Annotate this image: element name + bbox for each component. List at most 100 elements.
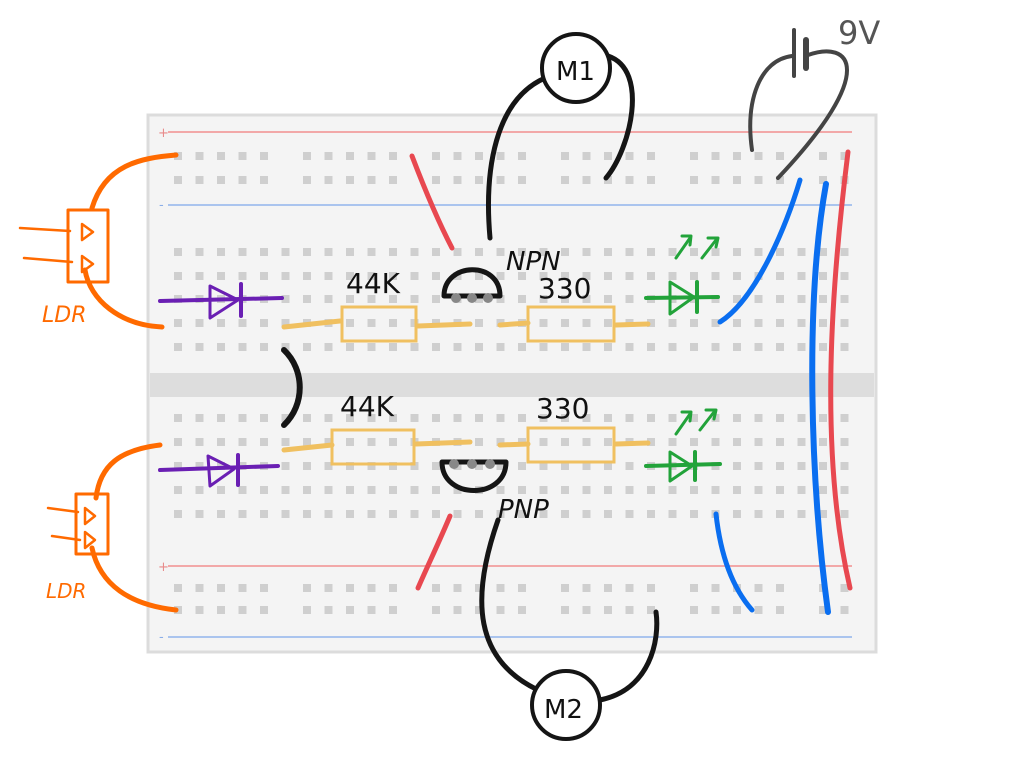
breadboard-hole: [238, 584, 247, 592]
bottom-positive-rail-sign: +: [158, 560, 169, 575]
motor-m1: [486, 32, 635, 241]
breadboard-hole: [346, 486, 354, 494]
breadboard-hole: [367, 414, 376, 422]
breadboard-hole: [647, 510, 655, 518]
breadboard-hole: [647, 343, 655, 351]
breadboard-hole: [647, 584, 655, 592]
breadboard-hole: [690, 152, 698, 160]
ldr-bottom-pin1: [46, 506, 80, 514]
breadboard-hole: [711, 248, 720, 256]
breadboard-hole: [475, 272, 483, 280]
breadboard-hole: [711, 606, 720, 614]
breadboard-hole: [754, 606, 763, 614]
breadboard-hole: [217, 486, 225, 494]
breadboard-hole: [604, 295, 612, 303]
breadboard-hole: [582, 510, 591, 518]
breadboard-hole: [195, 462, 204, 470]
breadboard-hole: [410, 272, 419, 280]
breadboard-hole: [367, 343, 376, 351]
breadboard-hole: [797, 414, 806, 422]
breadboard-hole: [281, 486, 290, 494]
breadboard-hole: [776, 414, 784, 422]
motor-m2-wire-right: [597, 609, 660, 703]
breadboard-hole: [217, 176, 225, 184]
breadboard-hole: [367, 462, 376, 470]
breadboard-hole: [346, 343, 354, 351]
breadboard-hole: [647, 176, 655, 184]
breadboard-hole: [733, 176, 741, 184]
breadboard-hole: [453, 584, 462, 592]
breadboard-hole: [303, 584, 311, 592]
breadboard-hole: [174, 343, 182, 351]
breadboard-hole: [195, 510, 204, 518]
breadboard-center-gap: [150, 373, 874, 397]
ldr-bottom-label: LDR: [46, 579, 86, 603]
breadboard-hole: [217, 584, 225, 592]
breadboard-hole: [819, 343, 827, 351]
breadboard-hole: [819, 606, 827, 614]
breadboard-hole: [453, 176, 462, 184]
resistor-top-left: [281, 305, 473, 343]
breadboard-hole: [281, 343, 290, 351]
breadboard-hole: [174, 462, 182, 470]
breadboard-hole: [754, 584, 763, 592]
breadboard-hole: [690, 176, 698, 184]
breadboard-hole: [819, 414, 827, 422]
breadboard-hole: [324, 295, 333, 303]
breadboard-hole: [840, 414, 849, 422]
breadboard-hole: [475, 606, 483, 614]
led-bottom-ray1: [674, 412, 692, 436]
breadboard-hole: [754, 176, 763, 184]
breadboard-hole: [539, 414, 548, 422]
breadboard-holes: [174, 152, 849, 614]
ldr-top-label: LDR: [42, 303, 86, 328]
breadboard-hole: [217, 414, 225, 422]
breadboard-hole: [647, 606, 655, 614]
breadboard-hole: [496, 152, 505, 160]
breadboard-hole: [195, 414, 204, 422]
breadboard-hole: [840, 486, 849, 494]
breadboard-hole: [303, 295, 311, 303]
top-negative-rail-sign: -: [159, 198, 164, 213]
breadboard-hole: [819, 319, 827, 327]
breadboard-hole: [733, 462, 741, 470]
red-power-wire: [828, 149, 853, 591]
breadboard-hole: [367, 584, 376, 592]
breadboard-hole: [647, 486, 655, 494]
breadboard-hole: [582, 272, 591, 280]
breadboard-hole: [797, 438, 806, 446]
breadboard-hole: [754, 510, 763, 518]
breadboard-hole: [367, 606, 376, 614]
breadboard-hole: [389, 462, 397, 470]
ldr-top-pin1: [18, 226, 72, 233]
breadboard-hole: [582, 584, 591, 592]
battery-wire-left: [748, 54, 794, 152]
breadboard-hole: [174, 584, 182, 592]
breadboard-hole: [238, 152, 247, 160]
breadboard-hole: [625, 343, 634, 351]
breadboard-hole: [539, 272, 548, 280]
breadboard-hole: [346, 248, 354, 256]
breadboard-hole: [367, 176, 376, 184]
breadboard-hole: [754, 343, 763, 351]
breadboard-hole: [475, 295, 483, 303]
breadboard-hole: [776, 343, 784, 351]
breadboard-hole: [389, 248, 397, 256]
breadboard-hole: [819, 295, 827, 303]
breadboard-hole: [195, 584, 204, 592]
breadboard-hole: [346, 414, 354, 422]
breadboard-hole: [453, 486, 462, 494]
breadboard-hole: [260, 606, 268, 614]
breadboard-hole: [668, 248, 677, 256]
breadboard-hole: [797, 319, 806, 327]
breadboard-hole: [539, 438, 548, 446]
breadboard-hole: [582, 176, 591, 184]
resistor-top-right-label: 330: [538, 272, 591, 305]
breadboard-hole: [819, 272, 827, 280]
breadboard-hole: [625, 486, 634, 494]
motor-m2: [479, 517, 660, 741]
breadboard-hole: [797, 510, 806, 518]
breadboard-hole: [647, 272, 655, 280]
breadboard-hole: [195, 438, 204, 446]
breadboard-hole: [303, 606, 311, 614]
